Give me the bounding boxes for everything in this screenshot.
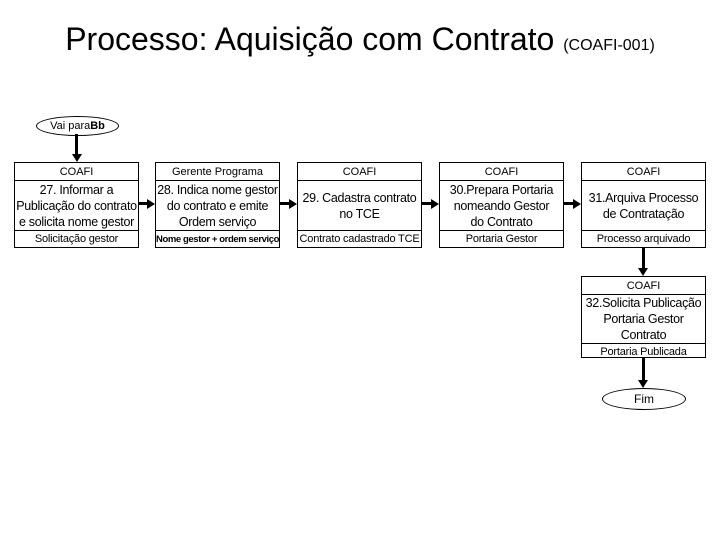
end-terminator: Fim	[602, 388, 686, 410]
connector-box29-to-box30-arrowhead-icon	[431, 199, 439, 209]
connector-start-to-box27-arrowhead-icon	[72, 154, 82, 162]
connector-box31-to-box32-arrowhead-icon	[638, 268, 648, 276]
connector-box32-to-end-line	[642, 358, 645, 381]
start-terminator-label-bold: Bb	[90, 120, 105, 132]
box32-task-text: 32.Solicita Publicação Portaria Gestor C…	[585, 296, 702, 342]
process-box-32: COAFI 32.Solicita Publicação Portaria Ge…	[581, 276, 706, 358]
process-box-29: COAFI 29. Cadastra contrato no TCE Contr…	[297, 162, 422, 248]
connector-box29-to-box30-line	[422, 202, 432, 205]
connector-start-to-box27-line	[75, 134, 78, 155]
box31-output-footer: Processo arquivado	[582, 230, 705, 247]
connector-box27-to-box28-line	[139, 202, 148, 205]
process-box-30: COAFI 30.Prepara Portaria nomeando Gesto…	[439, 162, 564, 248]
connector-box28-to-box29-line	[280, 202, 290, 205]
start-terminator: Vai para Bb	[36, 116, 119, 136]
page-title: Processo: Aquisição com Contrato (COAFI-…	[0, 21, 720, 58]
process-box-28: Gerente Programa 28. Indica nome gestor …	[155, 162, 280, 248]
box32-role-header: COAFI	[582, 277, 705, 295]
box29-role-header: COAFI	[298, 163, 421, 181]
box30-body: 30.Prepara Portaria nomeando Gestor do C…	[440, 181, 563, 230]
box30-output-footer: Portaria Gestor	[440, 230, 563, 247]
box28-body: 28. Indica nome gestor do contrato e emi…	[156, 181, 279, 230]
box27-task-text: 27. Informar a Publicação do contrato e …	[16, 182, 137, 229]
connector-box31-to-box32-line	[642, 248, 645, 269]
box29-output-footer: Contrato cadastrado TCE	[298, 230, 421, 247]
page-title-code: (COAFI-001)	[563, 37, 655, 54]
box27-role-header: COAFI	[15, 163, 138, 181]
box28-output-footer: Nome gestor + ordem serviço	[156, 230, 279, 247]
connector-box30-to-box31-arrowhead-icon	[573, 199, 581, 209]
connector-box27-to-box28-arrowhead-icon	[147, 199, 155, 209]
box30-role-header: COAFI	[440, 163, 563, 181]
process-box-31: COAFI 31.Arquiva Processo de Contratação…	[581, 162, 706, 248]
box29-body: 29. Cadastra contrato no TCE	[298, 181, 421, 230]
page-title-main: Processo: Aquisição com Contrato	[65, 21, 555, 57]
box28-task-text: 28. Indica nome gestor do contrato e emi…	[157, 182, 278, 229]
start-terminator-label: Vai para	[50, 120, 91, 132]
process-box-27: COAFI 27. Informar a Publicação do contr…	[14, 162, 139, 248]
box31-task-text: 31.Arquiva Processo de Contratação	[588, 190, 699, 221]
box27-output-footer: Solicitação gestor	[15, 230, 138, 247]
box31-role-header: COAFI	[582, 163, 705, 181]
connector-box28-to-box29-arrowhead-icon	[289, 199, 297, 209]
box32-body: 32.Solicita Publicação Portaria Gestor C…	[582, 295, 705, 343]
box30-task-text: 30.Prepara Portaria nomeando Gestor do C…	[449, 182, 554, 229]
connector-box32-to-end-arrowhead-icon	[638, 380, 648, 388]
box28-role-header: Gerente Programa	[156, 163, 279, 181]
end-terminator-label: Fim	[634, 392, 654, 406]
box27-body: 27. Informar a Publicação do contrato e …	[15, 181, 138, 230]
box31-body: 31.Arquiva Processo de Contratação	[582, 181, 705, 230]
box32-output-footer: Portaria Publicada	[582, 343, 705, 360]
connector-box30-to-box31-line	[564, 202, 574, 205]
box29-task-text: 29. Cadastra contrato no TCE	[302, 190, 417, 221]
